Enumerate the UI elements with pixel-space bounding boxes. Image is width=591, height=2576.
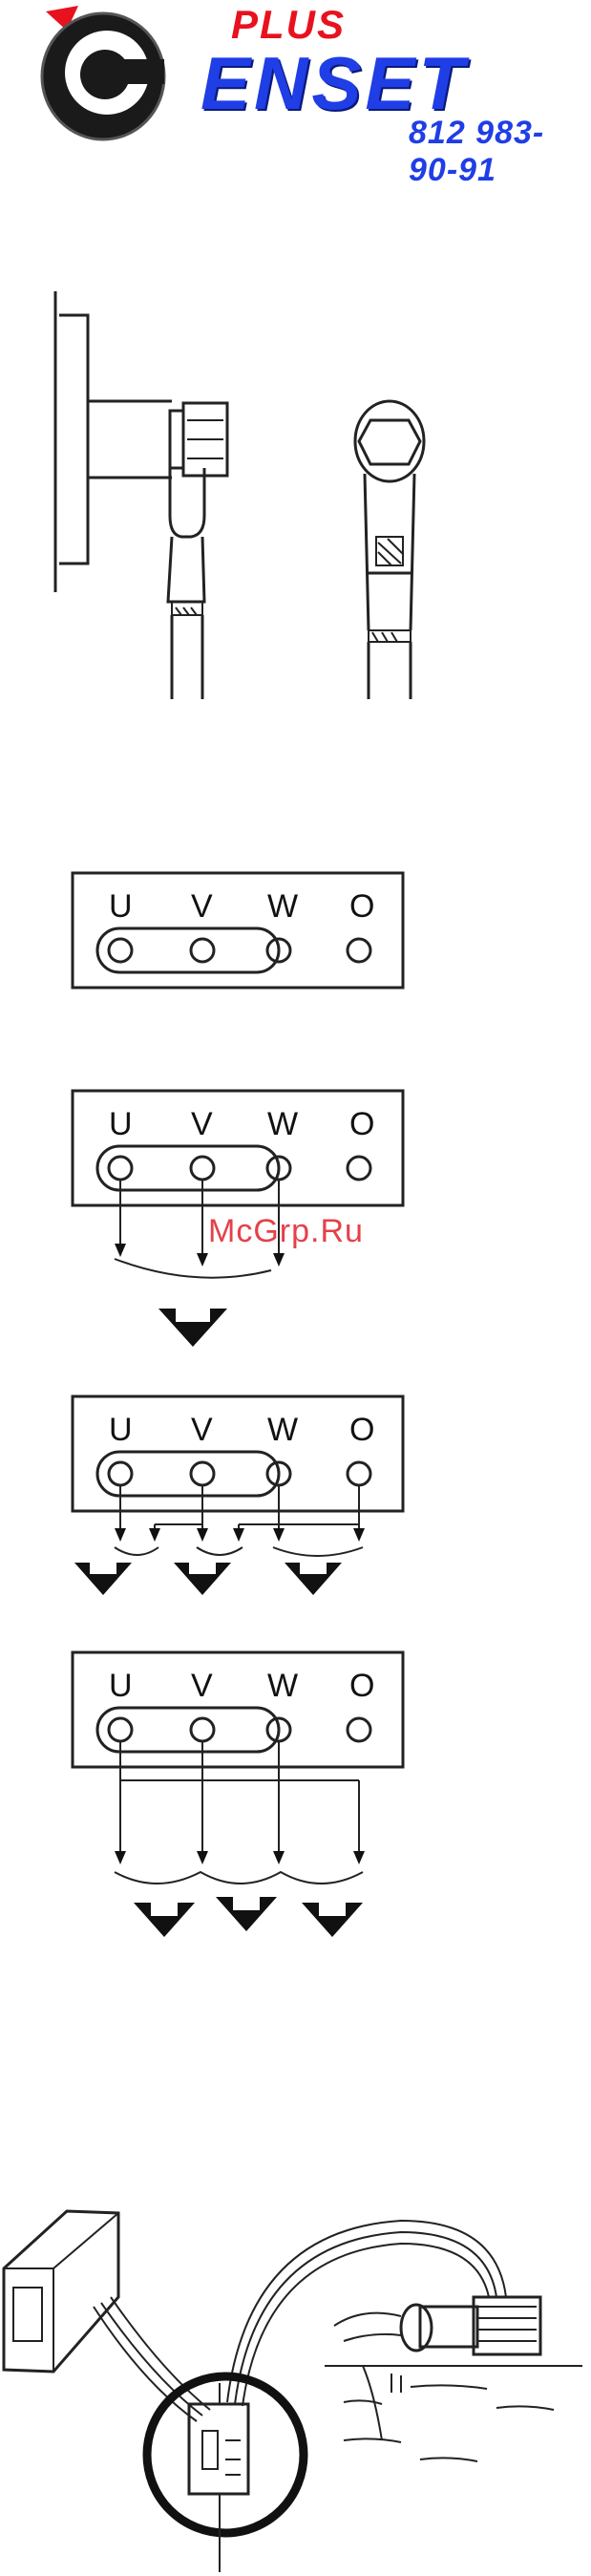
- terminal-label-v: V: [191, 888, 213, 925]
- svg-text:W: W: [267, 1106, 298, 1142]
- mcgrp-watermark: McGrp.Ru: [208, 1213, 364, 1250]
- svg-text:O: O: [349, 1106, 374, 1142]
- terminal-label-u: U: [109, 888, 133, 925]
- svg-text:V: V: [191, 1106, 213, 1142]
- svg-text:O: O: [349, 1668, 374, 1704]
- svg-text:U: U: [109, 1412, 133, 1448]
- terminal-label-o: O: [349, 888, 374, 925]
- svg-text:W: W: [267, 1668, 298, 1704]
- generator-connection-illustration: [0, 2154, 591, 2574]
- down-arrow-icon: [158, 1309, 227, 1347]
- svg-text:W: W: [267, 1412, 298, 1448]
- terminal-label-w: W: [267, 888, 298, 925]
- terminal-board-1: U V W O: [71, 871, 407, 991]
- terminal-board-4: U V W O: [71, 1650, 407, 1966]
- svg-text:U: U: [109, 1106, 133, 1142]
- svg-text:V: V: [191, 1668, 213, 1704]
- svg-text:V: V: [191, 1412, 213, 1448]
- genset-logo: PLUS ENSET 812 983-90-91: [38, 2, 591, 169]
- cable-lug-terminal-diagram: [0, 287, 591, 716]
- svg-text:U: U: [109, 1668, 133, 1704]
- svg-text:O: O: [349, 1412, 374, 1448]
- logo-phone-number: 812 983-90-91: [409, 115, 591, 189]
- terminal-board-3: U V W O: [71, 1394, 407, 1624]
- switch-zoom-circle: [147, 2376, 304, 2533]
